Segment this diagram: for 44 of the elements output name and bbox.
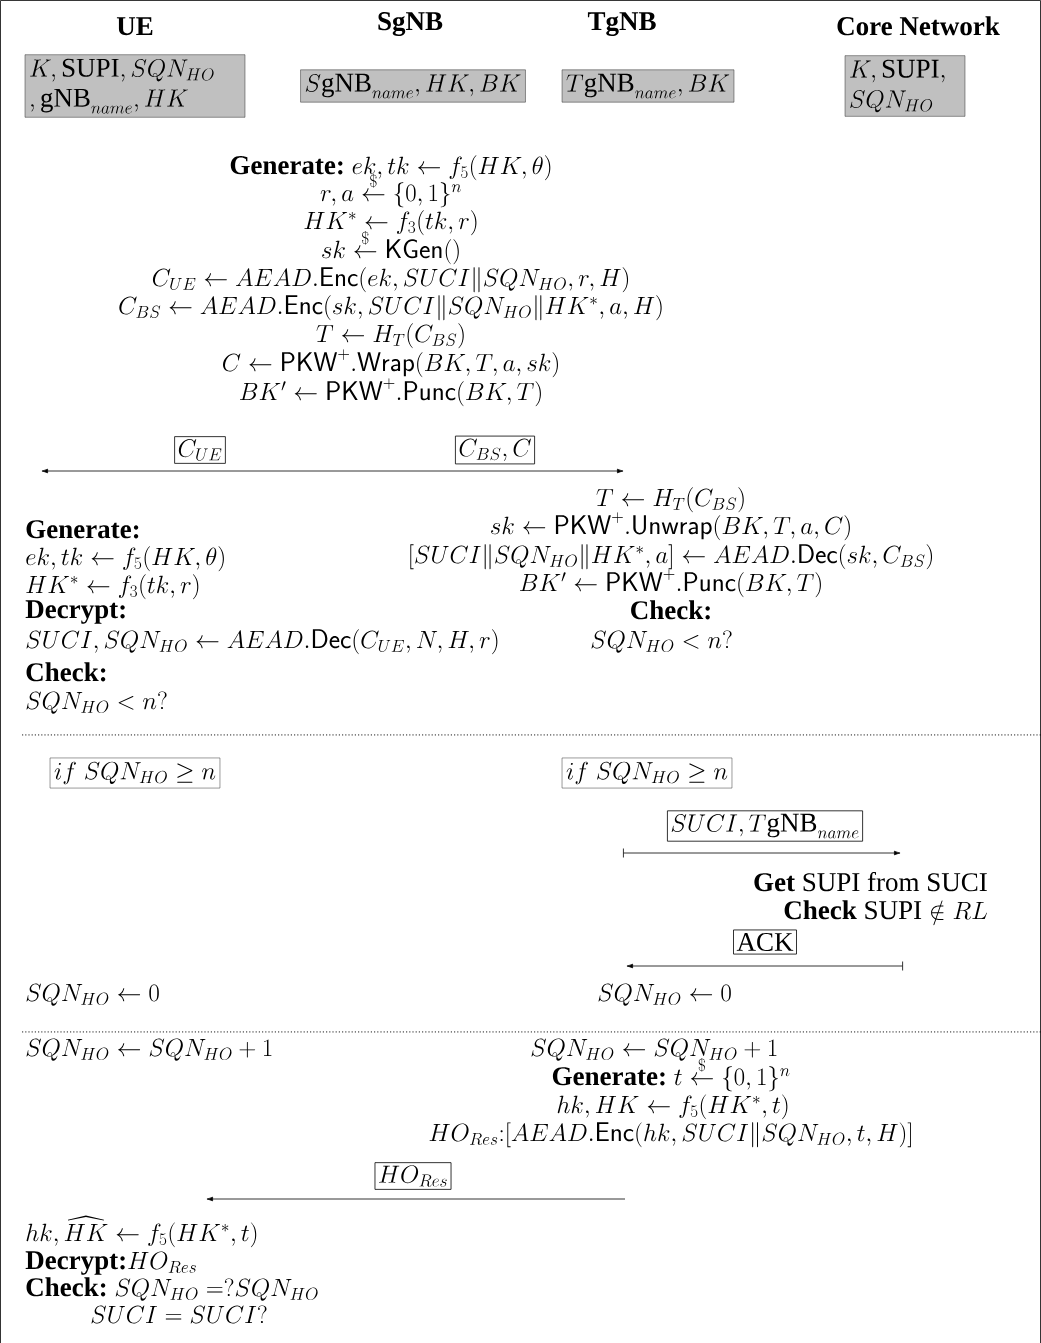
formula-line: $T \leftarrow H_T(C_{BS})$ xyxy=(316,323,464,349)
note-text: Get SUPI from SUCI xyxy=(754,872,987,892)
formula-line: $BK' \leftarrow \mathsf{PKW}^+.\mathsf{Punc}(BK, T)$ xyxy=(240,378,541,407)
message-box: $C_{BS}, C$ xyxy=(455,435,535,465)
formula-line: $\textbf{Decrypt:}HO_{Res}$ xyxy=(25,1251,196,1275)
formula-line: $[SUCI\|SQN_{HO}\|HK^*, a] \leftarrow AEAD.\mathsf{Dec}(sk, C_{BS})$ xyxy=(410,544,933,570)
formula-line: $SQN_{HO} \leftarrow SQN_{HO} + 1$ xyxy=(26,1038,272,1061)
condition-box: $if\ SQN_{HO} \geq n$ xyxy=(561,757,733,789)
formula-line: $BK' \leftarrow \mathsf{PKW}^+.\mathsf{Punc}(BK, T)$ xyxy=(520,569,821,598)
state-box: $K, \mathrm{SUPI},\allowbreak SQN_{HO}$ xyxy=(844,55,966,117)
message-box: $SUCI, T\mathrm{gNB}_{name}$ xyxy=(667,810,863,842)
formula-line: $SQN_{HO} < n?$ xyxy=(591,630,732,653)
column-heading: Core Network xyxy=(837,16,1000,36)
state-box: $T\mathrm{gNB}_{name}, BK$ xyxy=(561,69,735,103)
formula-line: $hk, \widehat{HK} \leftarrow f_5(HK^*, t)$ xyxy=(26,1215,257,1248)
column-heading: SgNB xyxy=(378,12,443,36)
step-heading: Check: xyxy=(631,600,710,620)
formula-line: $C_{UE} \leftarrow AEAD.\mathsf{Enc}(ek, SUCI\|SQN_{HO}, r, H)$ xyxy=(152,267,629,293)
column-heading: UE xyxy=(116,17,153,36)
condition-box: $if\ SQN_{HO} \geq n$ xyxy=(49,757,221,789)
step-heading: Generate: xyxy=(26,520,139,539)
state-box: $K, \mathrm{SUPI}, SQN_{HO}\allowbreak, \mathrm{gNB}_{name}, HK$ xyxy=(24,54,246,118)
formula-line: $SUCI, SQN_{HO} \leftarrow AEAD.\mathsf{Dec}(C_{UE}, N, H, r)$ xyxy=(26,629,498,655)
formula-line: $C_{BS} \leftarrow AEAD.\mathsf{Enc}(sk, SUCI\|SQN_{HO}\|HK^*, a, H)$ xyxy=(119,295,662,321)
column-heading: TgNB xyxy=(587,12,656,36)
formula-line: $\textbf{Check}\ \mathrm{SUPI} \notin RL$ xyxy=(784,900,987,926)
formula-line: $HO_{Res}{:}[AEAD.\mathsf{Enc}(hk, SUCI\|SQN_{HO}, t, H)]$ xyxy=(429,1122,911,1148)
formula-line: $SQN_{HO} \leftarrow 0$ xyxy=(598,983,731,1006)
formula-line: $T \leftarrow H_T(C_{BS})$ xyxy=(596,487,744,513)
formula-line: $\textbf{Check:}\ SQN_{HO} =?SQN_{HO}$ xyxy=(26,1277,318,1301)
formula-line: $C \leftarrow \mathsf{PKW}^+.\mathsf{Wrap}(BK, T, a, sk)$ xyxy=(223,349,558,378)
formula-line: $SUCI = SUCI?$ xyxy=(91,1305,267,1324)
step-heading: Decrypt: xyxy=(25,600,125,624)
formula-line: $sk \leftarrow \mathsf{PKW}^+.\mathsf{Unwrap}(BK, T, a, C)$ xyxy=(491,512,850,541)
state-box: $S\mathrm{gNB}_{name}, HK, BK$ xyxy=(300,69,526,103)
message-box: $HO_{Res}$ xyxy=(374,1162,452,1190)
formula-line: $SQN_{HO} \leftarrow 0$ xyxy=(26,983,159,1006)
message-box: $C_{UE}$ xyxy=(174,436,226,464)
formula-line: $SQN_{HO} < n?$ xyxy=(26,691,167,714)
message-box: $\mathrm{ACK}$ xyxy=(733,929,797,955)
step-heading: Check: xyxy=(26,662,106,682)
formula-line: $hk, HK \leftarrow f_5(HK^*, t)$ xyxy=(557,1094,788,1120)
formula-line: $HK^* \leftarrow f_3(tk, r)$ xyxy=(26,574,199,600)
formula-line: $ek, tk \leftarrow f_5(HK, \theta)$ xyxy=(26,546,224,572)
